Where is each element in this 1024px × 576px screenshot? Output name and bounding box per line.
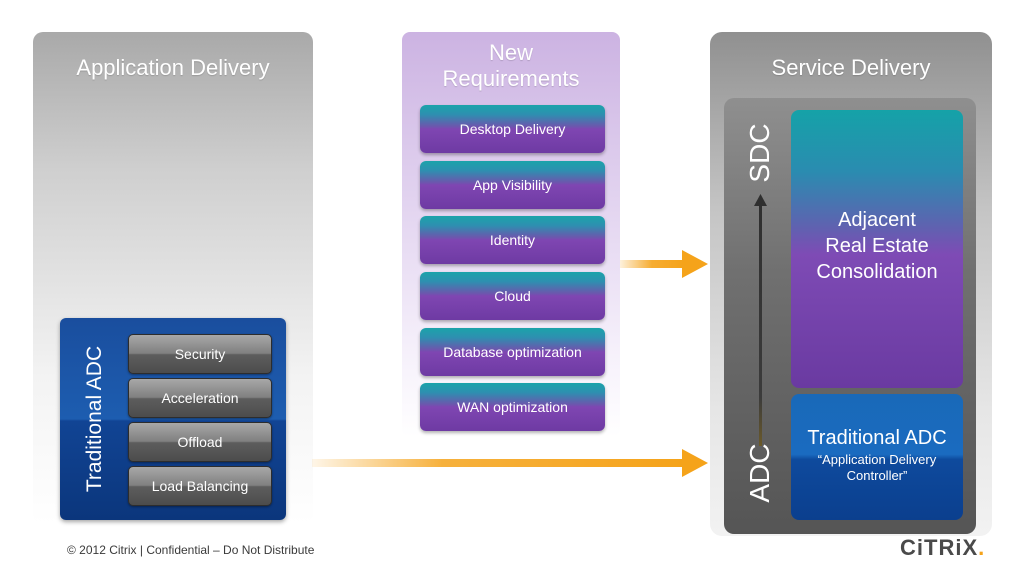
requirements-arrow-icon bbox=[620, 250, 710, 278]
sdc-line-2: Real Estate bbox=[825, 235, 929, 257]
traditional-adc-label: Traditional ADC bbox=[83, 345, 106, 493]
citrix-logo: CiTRiX. bbox=[900, 535, 985, 561]
sdc-label-text: SDC bbox=[744, 123, 775, 183]
adc-box bbox=[791, 394, 963, 520]
req-desktop-delivery[interactable]: Desktop Delivery bbox=[420, 105, 605, 153]
citrix-logo-text: CiTRiX bbox=[900, 535, 979, 560]
new-requirements-title: New Requirements bbox=[402, 40, 620, 92]
application-delivery-title: Application Delivery bbox=[76, 55, 270, 80]
adc-sub-line-1: “Application Delivery bbox=[817, 452, 937, 467]
adc-sub-line-2: Controller” bbox=[846, 468, 908, 483]
load-balancing-button[interactable]: Load Balancing bbox=[128, 466, 272, 506]
req-wan-optimization[interactable]: WAN optimization bbox=[420, 383, 605, 431]
new-requirements-title-line2: Requirements bbox=[442, 66, 580, 91]
sdc-box bbox=[791, 110, 963, 388]
service-delivery-title: Service Delivery bbox=[771, 55, 931, 80]
security-button[interactable]: Security bbox=[128, 334, 272, 374]
req-identity[interactable]: Identity bbox=[420, 216, 605, 264]
progression-arrowhead-icon bbox=[754, 193, 767, 211]
adc-box-subtitle: “Application Delivery Controller” bbox=[791, 452, 963, 484]
new-requirements-title-line1: New bbox=[488, 40, 533, 65]
adc-box-title: Traditional ADC bbox=[807, 427, 947, 449]
adc-label-text: ADC bbox=[744, 443, 775, 503]
footer-text: © 2012 Citrix | Confidential – Do Not Di… bbox=[67, 543, 315, 557]
logo-dot-icon: . bbox=[978, 535, 986, 560]
adc-arrow-icon bbox=[312, 449, 710, 477]
sdc-box-text: Adjacent Real Estate Consolidation bbox=[791, 207, 963, 285]
progression-line bbox=[759, 202, 762, 446]
req-app-visibility[interactable]: App Visibility bbox=[420, 161, 605, 209]
offload-button[interactable]: Offload bbox=[128, 422, 272, 462]
req-cloud[interactable]: Cloud bbox=[420, 272, 605, 320]
acceleration-button[interactable]: Acceleration bbox=[128, 378, 272, 418]
traditional-adc-vertical-label: Traditional ADC bbox=[60, 318, 130, 520]
req-database-optimization[interactable]: Database optimization bbox=[420, 328, 605, 376]
sdc-line-3: Consolidation bbox=[816, 261, 938, 283]
sdc-line-1: Adjacent bbox=[838, 209, 916, 231]
